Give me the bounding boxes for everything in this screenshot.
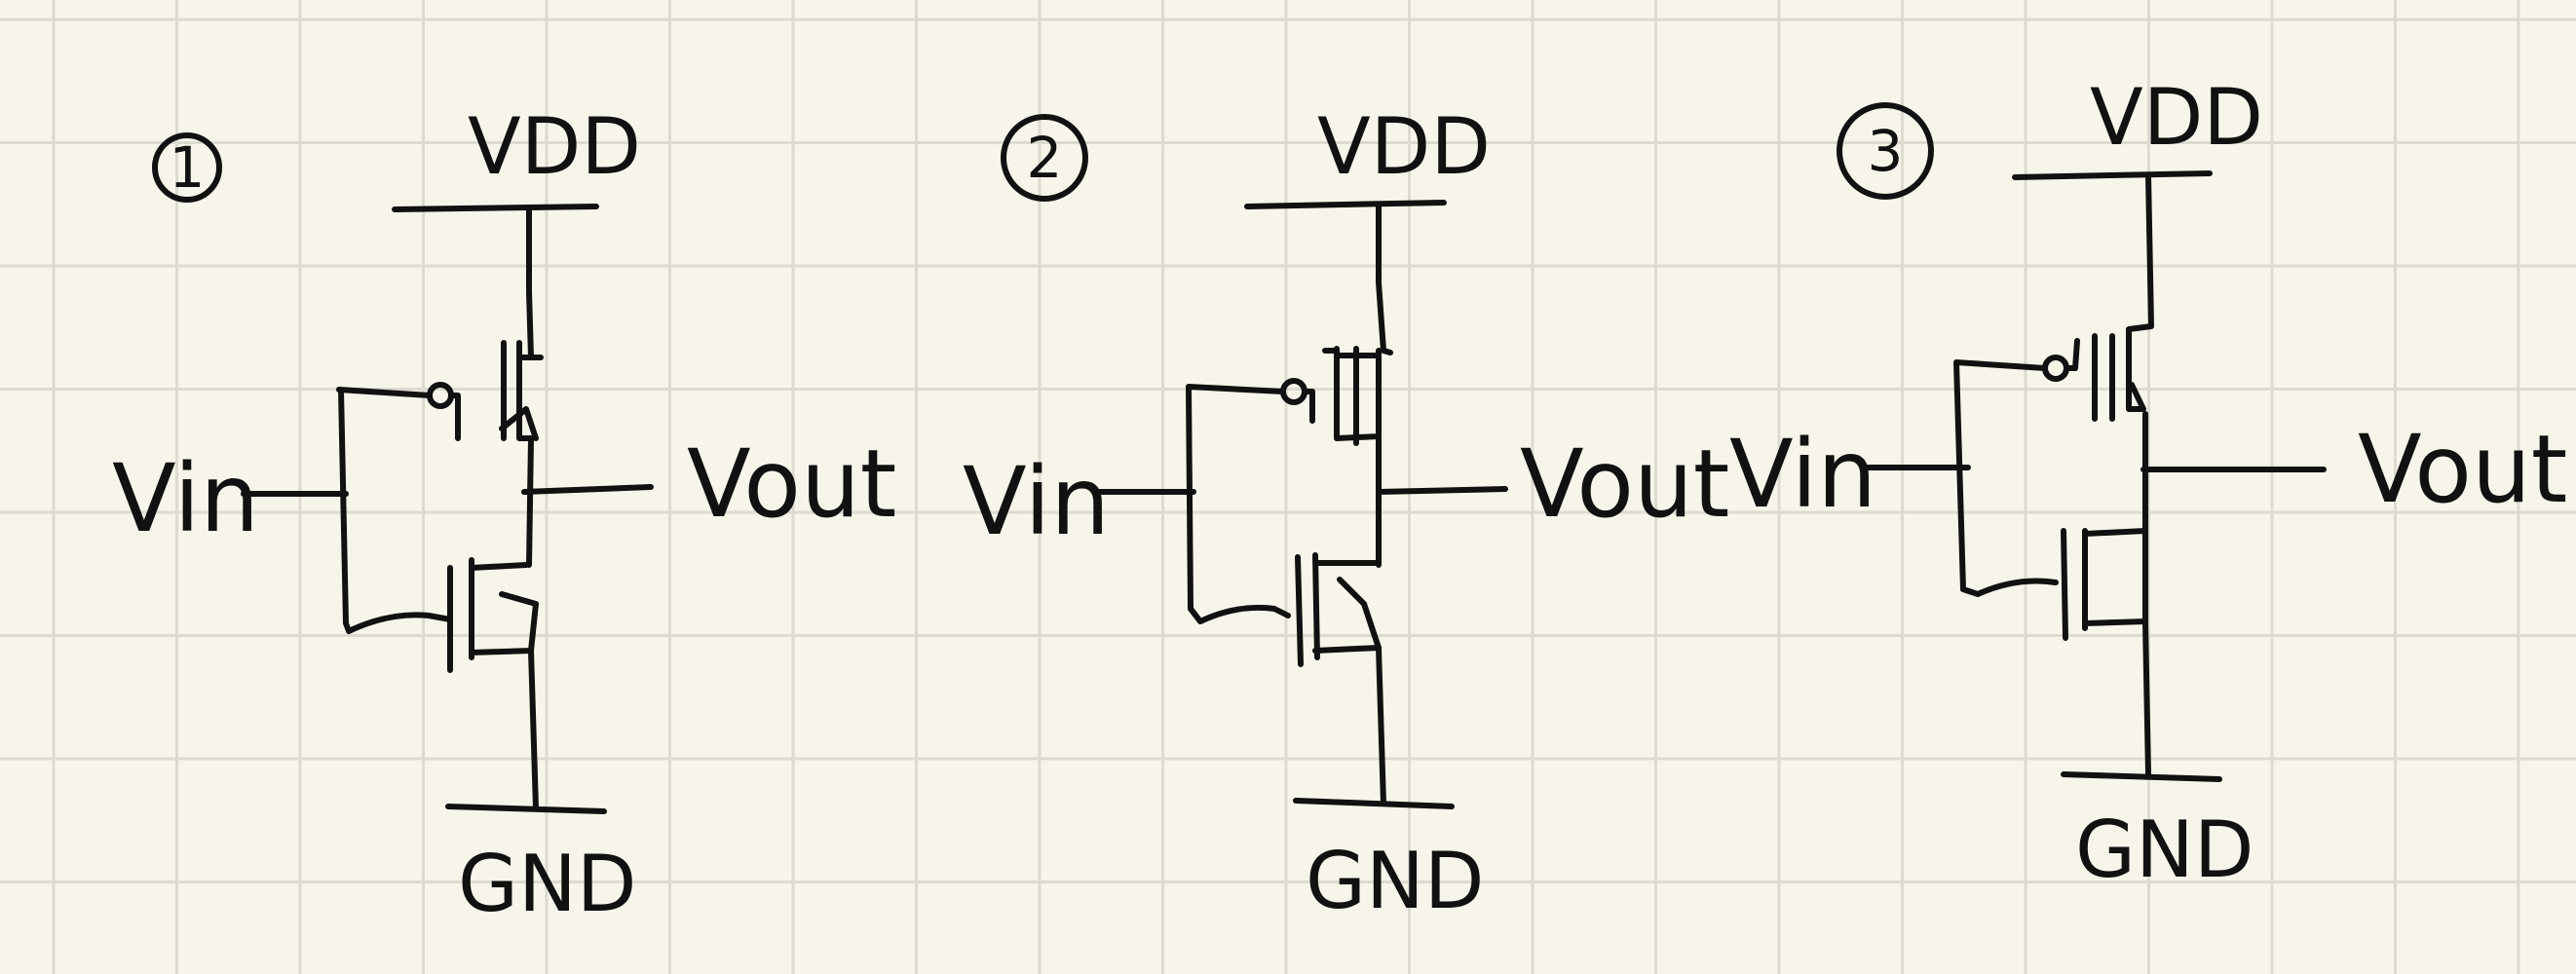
vdd-label: VDD — [1317, 101, 1491, 192]
nmos-transistor — [2082, 528, 2148, 631]
nmos-transistor — [1312, 552, 1382, 660]
vout-label: Vout — [687, 430, 896, 539]
vin-label: Vin — [963, 447, 1110, 556]
vin-label: Vin — [112, 444, 259, 553]
vout-label: Vout — [1520, 430, 1729, 539]
pmos-transistor — [499, 206, 544, 441]
gate-wiring — [336, 387, 461, 673]
vdd-rail — [2012, 170, 2213, 180]
pmos-transistor — [2092, 172, 2154, 422]
output-node — [2140, 411, 2327, 534]
circuit-number-circle — [1837, 102, 1934, 200]
gnd-wire — [445, 648, 607, 814]
circuit-2: 2 VDD GND Vin Vout — [963, 101, 1729, 926]
vout-label: Vout — [2358, 415, 2567, 524]
circuit-number-circle — [152, 132, 222, 203]
circuit-number: 2 — [1027, 125, 1063, 191]
gnd-wire — [1293, 645, 1455, 809]
gnd-label: GND — [2075, 805, 2254, 895]
gate-wiring — [1953, 338, 2080, 641]
gnd-label: GND — [458, 839, 636, 929]
gate-wiring — [1186, 384, 1315, 667]
output-node — [1376, 435, 1508, 568]
nmos-transistor — [469, 557, 539, 660]
circuit-number: 3 — [1868, 118, 1904, 184]
vdd-rail — [1244, 200, 1447, 209]
circuit-number-circle — [1001, 114, 1088, 202]
gnd-label: GND — [1306, 836, 1484, 926]
circuit-number: 1 — [170, 134, 206, 201]
pmos-transistor — [1322, 204, 1393, 446]
vdd-label: VDD — [468, 101, 641, 192]
vin-label: Vin — [1729, 420, 1876, 529]
circuit-1: 1 VDD GND Vin Vout — [112, 101, 896, 929]
circuit-3: 3 VDD GND Vin Vout — [1729, 72, 2567, 895]
vdd-label: VDD — [2090, 72, 2263, 163]
vdd-rail — [392, 204, 599, 212]
output-node — [521, 435, 654, 568]
gnd-wire — [2061, 620, 2222, 782]
